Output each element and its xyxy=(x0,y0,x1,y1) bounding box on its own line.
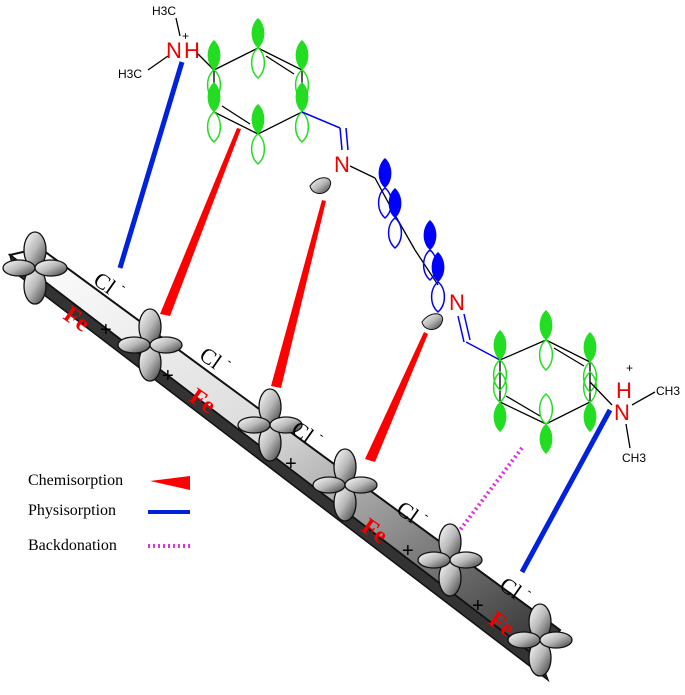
chemisorption-wedge xyxy=(160,128,241,316)
right-ammonium: + H N CH3 CH3 xyxy=(614,361,680,465)
bond xyxy=(625,423,631,449)
positive-charge: + xyxy=(626,361,633,375)
svg-text:-: - xyxy=(118,279,129,293)
double-bond xyxy=(221,105,251,125)
double-bond xyxy=(553,347,585,367)
imine-group-1: N xyxy=(301,111,376,194)
left-benzene-ring xyxy=(206,17,310,165)
legend-backdonation-label: Backdonation xyxy=(28,537,117,554)
p-orbital xyxy=(250,17,266,79)
svg-text:-: - xyxy=(224,354,235,368)
positive-charge: + xyxy=(402,540,414,562)
double-bond xyxy=(265,55,295,75)
nitrogen-atom: N xyxy=(334,152,350,177)
methyl-label: CH3 xyxy=(622,451,646,465)
left-ammonium: H3C H3C N H + xyxy=(118,4,215,81)
right-benzene-ring xyxy=(492,309,613,455)
ring-bonds xyxy=(499,339,591,425)
svg-text:-: - xyxy=(316,428,327,442)
backdonation-line xyxy=(458,446,524,532)
bond xyxy=(349,165,376,179)
methyl-label: CH3 xyxy=(656,384,680,398)
methyl-label: H3C xyxy=(118,67,142,81)
legend: Chemisorption Physisorption Backdonation xyxy=(28,472,190,554)
bond xyxy=(147,55,169,71)
positive-charge: + xyxy=(285,453,297,475)
lone-pair-orbital xyxy=(421,313,444,330)
bond xyxy=(465,341,501,361)
legend-chemisorption-swatch xyxy=(150,476,190,490)
imine-group-2: N xyxy=(421,290,501,361)
bond xyxy=(589,381,613,406)
positive-charge: + xyxy=(472,595,484,617)
nitrogen-atom: N xyxy=(166,38,182,63)
chemisorption-wedge xyxy=(271,200,326,388)
p-orbital xyxy=(206,81,222,143)
double-bond xyxy=(505,395,541,417)
positive-charge: + xyxy=(100,319,112,341)
bond xyxy=(631,391,656,406)
legend-physisorption-label: Physisorption xyxy=(28,502,116,519)
hydrogen-atom: H xyxy=(184,38,200,63)
svg-text:-: - xyxy=(524,584,535,598)
interactions xyxy=(117,61,613,574)
p-orbital xyxy=(538,393,554,455)
svg-text:-: - xyxy=(421,508,432,522)
hydrogen-atom: H xyxy=(616,378,632,403)
physisorption-line xyxy=(117,61,185,269)
bond xyxy=(301,111,341,129)
iron-surface: Fe Fe Fe Fe + + + + + Cl - Cl - Cl - Cl … xyxy=(2,231,573,683)
bond xyxy=(175,17,181,37)
positive-charge: + xyxy=(162,365,174,387)
lone-pair-orbital xyxy=(309,177,332,194)
positive-charge: + xyxy=(182,29,189,43)
legend-chemisorption-label: Chemisorption xyxy=(28,472,123,489)
chemisorption-wedge xyxy=(365,332,428,462)
double-bond xyxy=(345,127,349,151)
physisorption-line xyxy=(519,408,613,574)
p-orbital xyxy=(387,187,403,249)
nitrogen-atom: N xyxy=(614,400,630,425)
double-bond xyxy=(339,127,343,151)
ethylene-chain xyxy=(374,157,446,313)
double-bond xyxy=(463,313,471,341)
nitrogen-atom: N xyxy=(449,290,465,315)
bond xyxy=(414,249,439,286)
methyl-label: H3C xyxy=(152,4,176,18)
p-orbital xyxy=(430,251,446,313)
double-bond xyxy=(457,315,465,343)
p-orbital xyxy=(250,103,266,165)
p-orbital xyxy=(538,309,554,371)
bond xyxy=(197,53,215,71)
